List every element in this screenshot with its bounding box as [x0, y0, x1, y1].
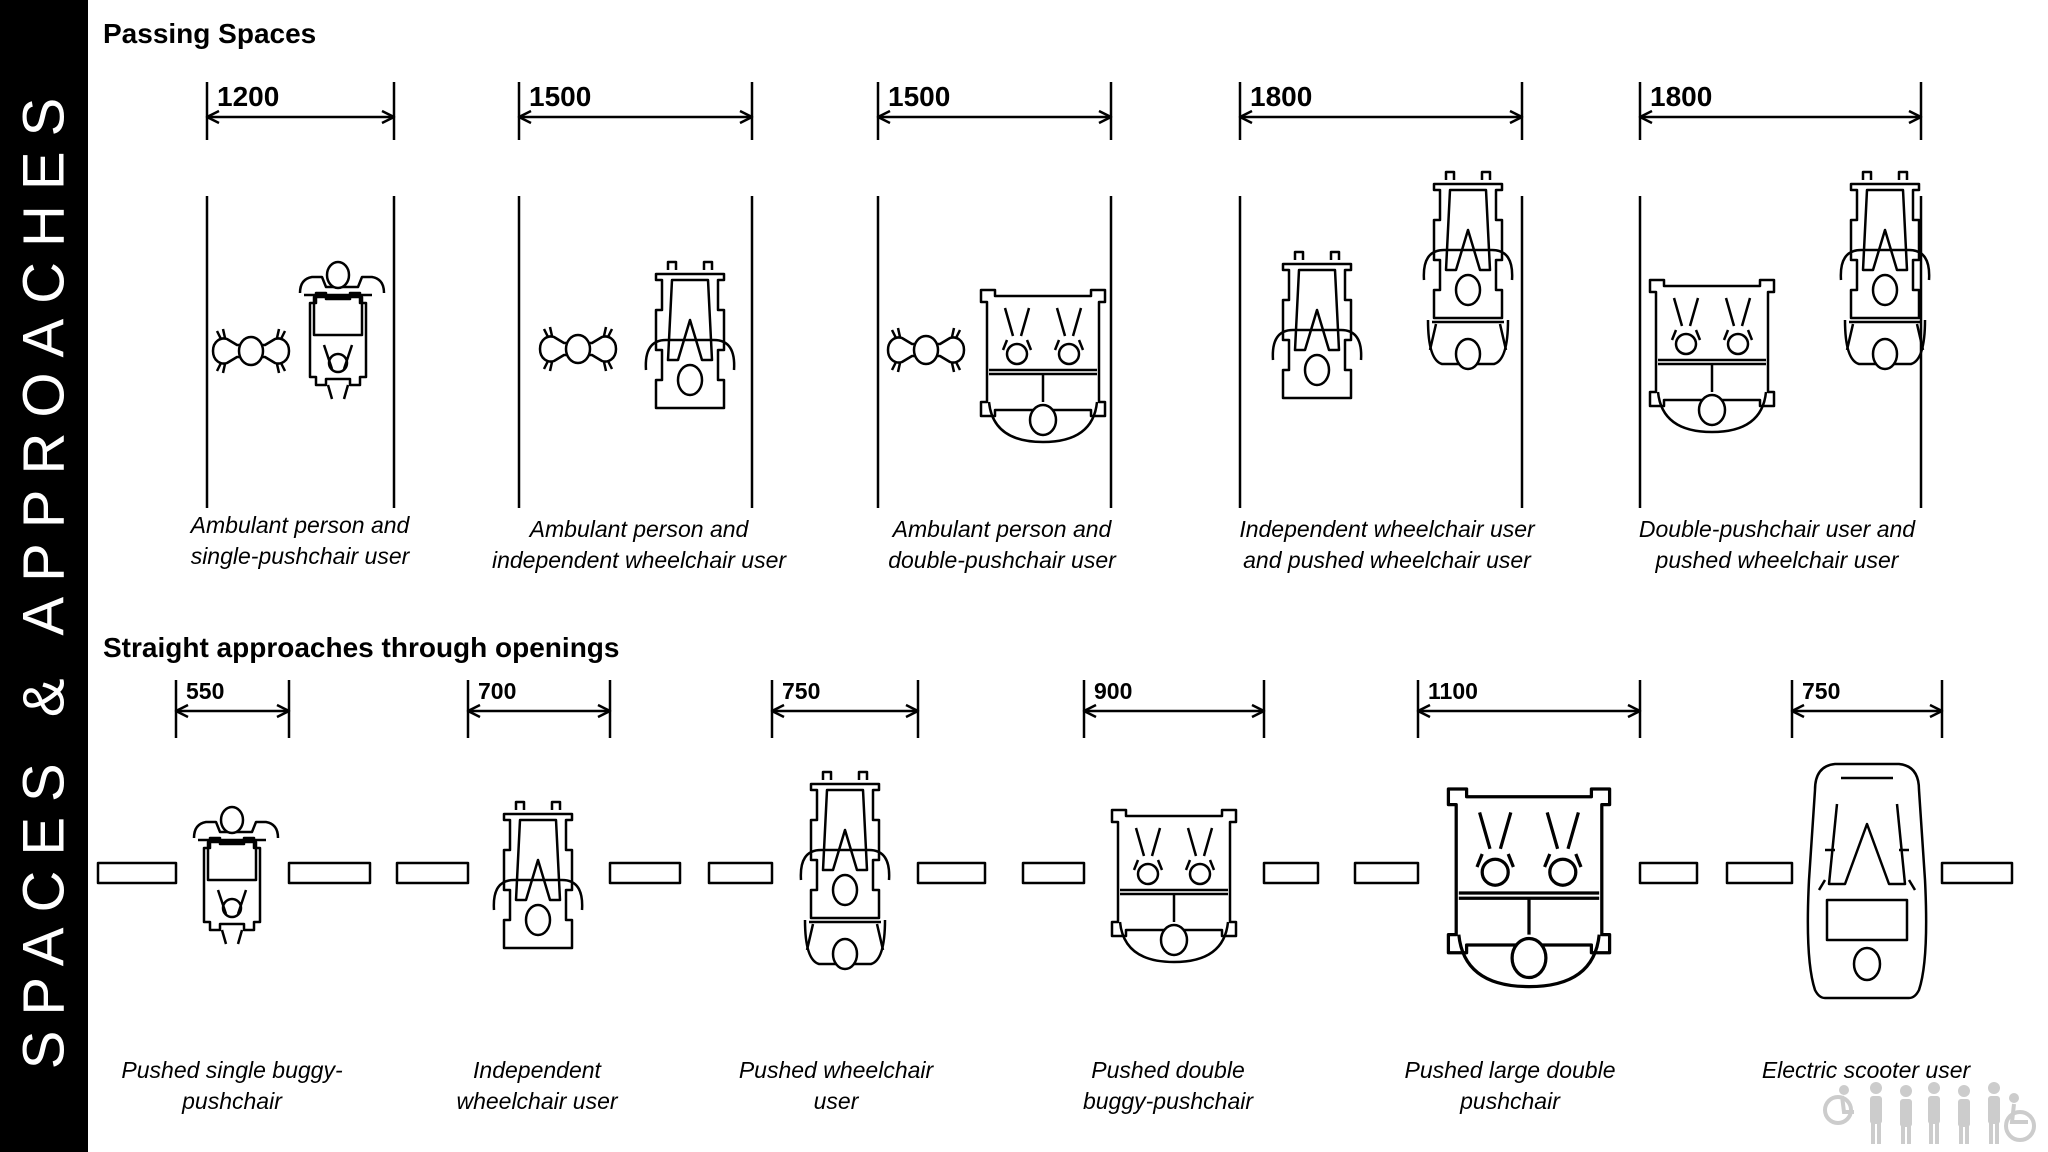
straight-approaches-heading: Straight approaches through openings	[103, 632, 620, 663]
passing-dimension-3-label: 1500	[888, 81, 950, 112]
passing-walls-3	[876, 196, 1113, 508]
approach-dimension-4: 900	[1082, 678, 1266, 738]
ambulant-person-icon	[211, 328, 291, 374]
passing-walls-2	[517, 196, 754, 508]
double-pushchair-icon	[1648, 278, 1776, 434]
passing-dimension-1-label: 1200	[217, 81, 279, 112]
passing-dimension-1: 1200	[205, 81, 396, 140]
ambulant-person-icon	[886, 327, 966, 373]
wheelchair-icon	[492, 800, 584, 950]
pushchair-icon	[192, 805, 280, 945]
caption-approach-6: Electric scooter user	[1761, 1057, 1971, 1083]
scooter-icon	[1806, 762, 1928, 1000]
double-pushchair-icon	[1110, 808, 1238, 964]
wheelchair-icon	[644, 260, 736, 410]
wheelchair-icon	[799, 770, 891, 971]
approach-opening-3	[707, 861, 987, 885]
approach-dimension-2: 700	[466, 678, 612, 738]
passing-dimension-5-label: 1800	[1650, 81, 1712, 112]
passing-walls-4	[1238, 196, 1524, 508]
caption-approach-1: Pushed single buggy-pushchair	[121, 1057, 343, 1114]
approach-opening-1	[96, 861, 372, 885]
passing-dimension-2: 1500	[517, 81, 754, 140]
approach-opening-6	[1725, 861, 2014, 885]
approach-dimension-3-label: 750	[782, 678, 820, 704]
approach-dimension-6-label: 750	[1802, 678, 1840, 704]
wheelchair-icon	[1422, 170, 1514, 371]
ambulant-person-icon	[538, 326, 618, 372]
sidebar: SPACES & APPROACHES	[0, 0, 88, 1152]
passing-spaces-heading: Passing Spaces	[103, 18, 317, 49]
double-pushchair-icon	[1446, 787, 1612, 989]
approach-dimension-3: 750	[770, 678, 920, 738]
passing-dimension-5: 1800	[1638, 81, 1923, 140]
approach-dimension-5-label: 1100	[1428, 678, 1478, 704]
passing-dimension-2-label: 1500	[529, 81, 591, 112]
wheelchair-icon	[1271, 250, 1363, 400]
approach-dimension-2-label: 700	[478, 678, 516, 704]
approach-dimension-6: 750	[1790, 678, 1944, 738]
accessibility-people-logo-icon	[1823, 1082, 2036, 1144]
approach-dimension-5: 1100	[1416, 678, 1642, 738]
pushchair-icon	[298, 260, 386, 400]
passing-dimension-4-label: 1800	[1250, 81, 1312, 112]
approach-dimension-4-label: 900	[1094, 678, 1132, 704]
passing-dimension-3: 1500	[876, 81, 1113, 140]
double-pushchair-icon	[979, 288, 1107, 444]
approach-opening-2	[395, 861, 682, 885]
approach-opening-5	[1353, 861, 1699, 885]
approach-dimension-1-label: 550	[186, 678, 224, 704]
passing-walls-1	[205, 196, 396, 508]
approach-dimension-1: 550	[174, 678, 291, 738]
passing-dimension-4: 1800	[1238, 81, 1524, 140]
wheelchair-icon	[1839, 170, 1931, 371]
approach-opening-4	[1021, 861, 1320, 885]
